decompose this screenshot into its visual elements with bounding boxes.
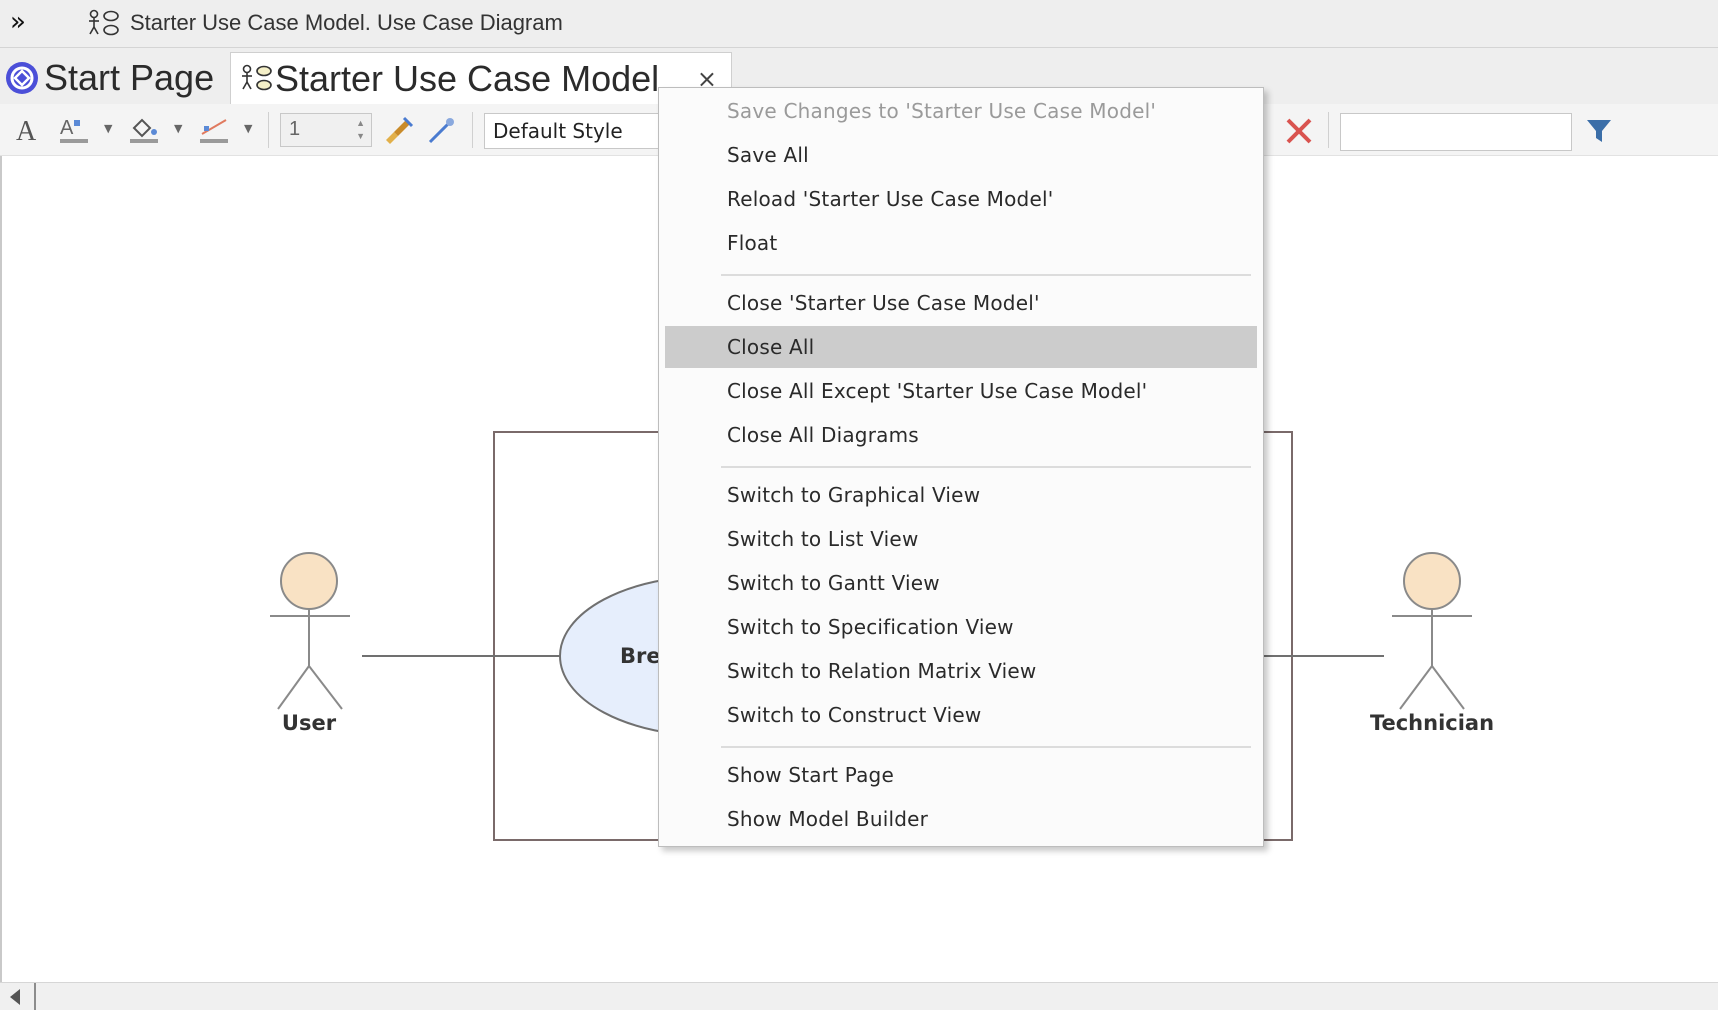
menu-item-show-model-builder[interactable]: Show Model Builder xyxy=(727,807,929,831)
actor-technician[interactable]: Technician xyxy=(1370,552,1494,735)
expand-chevron-icon[interactable]: » xyxy=(10,7,26,37)
use-case-diagram-icon xyxy=(242,64,272,90)
menu-item-close-all-diagrams[interactable]: Close All Diagrams xyxy=(727,423,919,447)
menu-item-show-start-page[interactable]: Show Start Page xyxy=(727,763,894,787)
toolbar-separator xyxy=(1328,112,1329,148)
toolbar-separator xyxy=(472,112,473,148)
svg-text:A: A xyxy=(60,117,74,139)
close-tab-icon[interactable]: × xyxy=(696,65,717,93)
toolbar-separator xyxy=(268,112,269,148)
style-select[interactable]: Default Style xyxy=(484,113,684,149)
actor-technician-label: Technician xyxy=(1370,711,1494,735)
tab-starter-use-case-model[interactable]: Starter Use Case Model × xyxy=(230,52,732,104)
tab-start-page-label: Start Page xyxy=(44,57,215,98)
menu-item-construct-view[interactable]: Switch to Construct View xyxy=(727,703,982,727)
menu-item-float[interactable]: Float xyxy=(727,231,778,255)
window-title: Starter Use Case Model. Use Case Diagram xyxy=(130,10,563,35)
menu-item-graphical-view[interactable]: Switch to Graphical View xyxy=(727,483,981,507)
tab-start-page[interactable]: Start Page xyxy=(4,52,228,104)
svg-text:A: A xyxy=(16,116,37,146)
tab-context-menu: Save Changes to 'Starter Use Case Model'… xyxy=(658,87,1264,847)
actor-head xyxy=(1403,552,1461,610)
menu-separator xyxy=(721,466,1251,468)
menu-item-close-all[interactable]: Close All xyxy=(665,326,1257,368)
font-color-icon[interactable]: A xyxy=(58,114,94,146)
delete-icon[interactable] xyxy=(1280,112,1318,150)
use-case-diagram-icon xyxy=(89,9,119,36)
font-icon[interactable]: A xyxy=(12,114,44,146)
actor-head xyxy=(280,552,338,610)
menu-item-close-diagram[interactable]: Close 'Starter Use Case Model' xyxy=(727,291,1040,315)
use-case-label: Bre xyxy=(620,644,661,668)
line-width-input[interactable]: 1 ▲▼ xyxy=(280,113,372,147)
scrollbar-thumb[interactable] xyxy=(34,983,36,1010)
menu-item-list-view[interactable]: Switch to List View xyxy=(727,527,919,551)
tab-bar: Start Page Starter Use Case Model × xyxy=(0,48,1718,104)
menu-item-save-changes[interactable]: Save Changes to 'Starter Use Case Model' xyxy=(727,99,1157,123)
start-page-icon xyxy=(6,62,38,94)
menu-separator xyxy=(721,274,1251,276)
font-color-dropdown-icon[interactable]: ▼ xyxy=(104,122,113,135)
line-color-dropdown-icon[interactable]: ▼ xyxy=(244,122,253,135)
menu-item-gantt-view[interactable]: Switch to Gantt View xyxy=(727,571,940,595)
toolbar-search-input[interactable] xyxy=(1340,113,1572,151)
horizontal-scrollbar[interactable] xyxy=(0,982,1718,1010)
menu-item-relation-matrix-view[interactable]: Switch to Relation Matrix View xyxy=(727,659,1037,683)
tab-starter-use-case-model-label: Starter Use Case Model xyxy=(275,57,660,99)
line-width-value: 1 xyxy=(289,118,301,140)
fill-color-icon[interactable] xyxy=(128,114,164,146)
menu-item-reload[interactable]: Reload 'Starter Use Case Model' xyxy=(727,187,1054,211)
actor-user[interactable]: User xyxy=(270,552,350,735)
actor-user-label: User xyxy=(282,711,337,735)
filter-icon[interactable] xyxy=(1584,116,1614,146)
pick-style-icon[interactable] xyxy=(424,114,458,146)
menu-separator xyxy=(721,746,1251,748)
scroll-left-arrow-icon[interactable] xyxy=(10,989,20,1005)
menu-item-close-all-except[interactable]: Close All Except 'Starter Use Case Model… xyxy=(727,379,1148,403)
title-bar: » Starter Use Case Model. Use Case Diagr… xyxy=(0,0,1718,48)
line-width-spinner-icon[interactable]: ▲▼ xyxy=(356,118,365,141)
menu-item-save-all[interactable]: Save All xyxy=(727,143,809,167)
apply-style-icon[interactable] xyxy=(380,114,414,146)
fill-color-dropdown-icon[interactable]: ▼ xyxy=(174,122,183,135)
menu-item-specification-view[interactable]: Switch to Specification View xyxy=(727,615,1014,639)
line-color-icon[interactable] xyxy=(198,114,234,146)
